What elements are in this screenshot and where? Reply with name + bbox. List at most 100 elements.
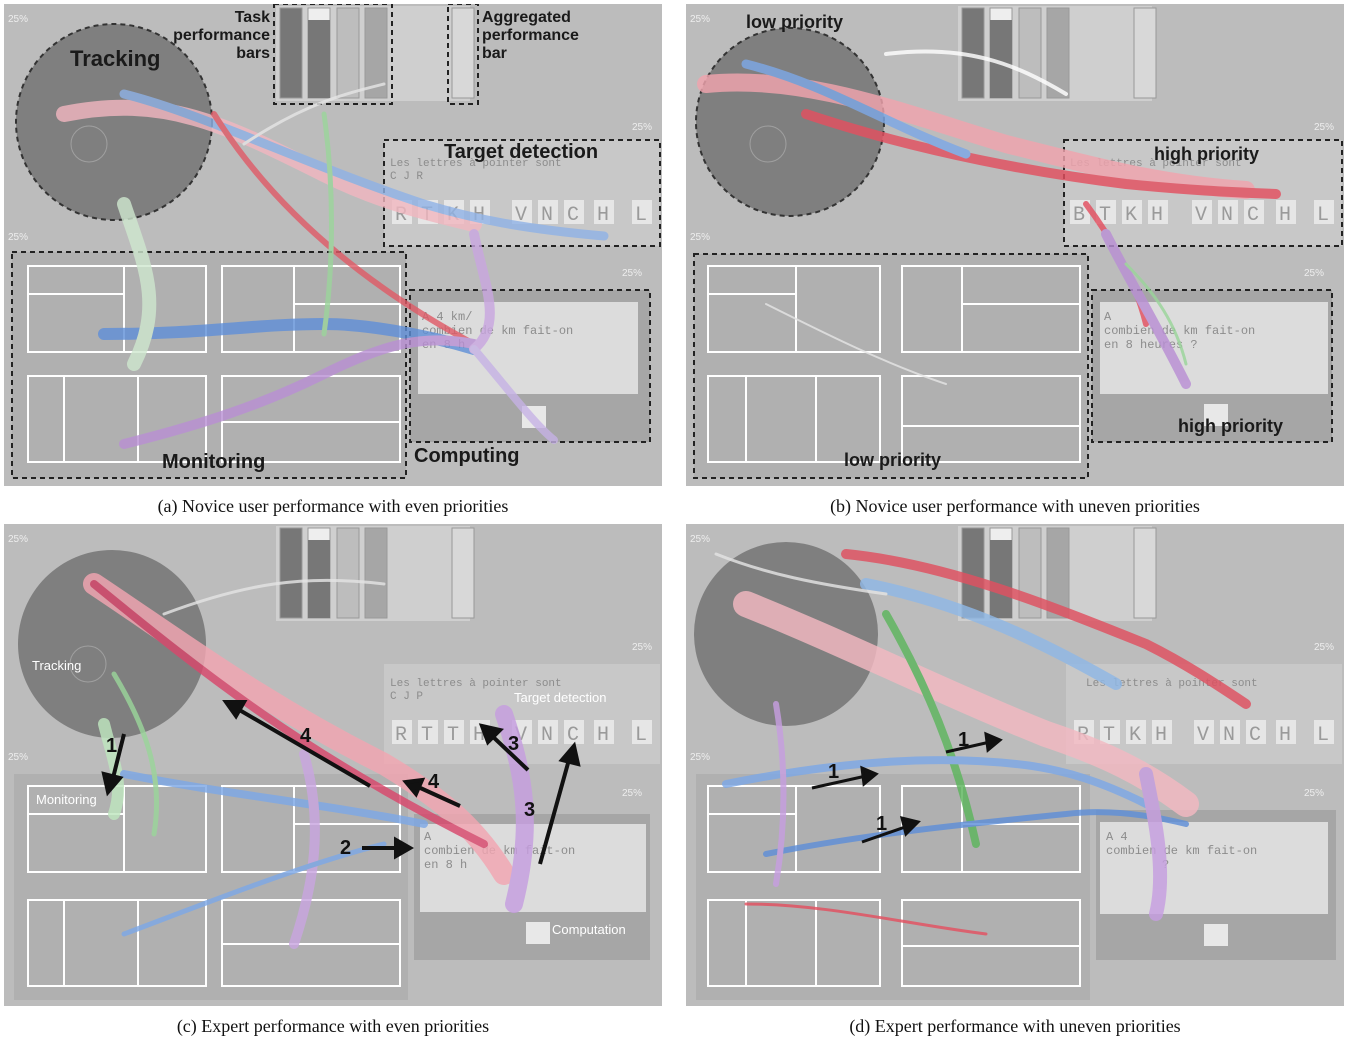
task-bar-2-fill xyxy=(990,540,1012,618)
arrow-label-2: 2 xyxy=(340,837,351,859)
label-computation: Computation xyxy=(552,922,626,937)
pct-monitoring: 25% xyxy=(8,232,28,243)
pct-computing: 25% xyxy=(622,788,642,799)
arrow-label-4b: 4 xyxy=(428,771,440,793)
compute-line-1: A xyxy=(424,830,432,844)
arrow-label-1a: 1 xyxy=(828,761,839,783)
panel-a: 25% 25% 25% 25% Les lettres à pointer so… xyxy=(4,4,662,486)
arrow-3a-head xyxy=(478,723,504,746)
letter-6[interactable]: N xyxy=(1223,724,1235,747)
arrow-1a-head xyxy=(860,765,879,787)
pct-target: 25% xyxy=(1314,642,1334,653)
task-bar-4 xyxy=(1046,7,1070,99)
letter-9[interactable]: L xyxy=(635,204,647,227)
task-bar-4 xyxy=(364,527,388,619)
arrow-1a xyxy=(811,774,867,790)
arrow-label-1: 1 xyxy=(106,735,117,757)
trajectory-bundles xyxy=(714,549,1251,936)
tracking-cursor-circle xyxy=(69,645,107,683)
pct-tracking: 25% xyxy=(8,534,28,545)
letter-2[interactable]: T xyxy=(421,724,433,747)
task-bar-1 xyxy=(961,527,985,619)
letter-8[interactable]: H xyxy=(1279,204,1291,227)
computing-answer-field[interactable] xyxy=(1204,924,1228,946)
letter-9[interactable]: L xyxy=(635,724,647,747)
letter-6[interactable]: N xyxy=(541,204,553,227)
pct-monitoring: 25% xyxy=(8,752,28,763)
label-task-bars-1: Task xyxy=(235,9,270,26)
arrow-3b-head xyxy=(558,741,581,767)
arrow-1c-head xyxy=(899,815,921,837)
letter-8[interactable]: H xyxy=(597,724,609,747)
arrow-4a-head xyxy=(222,700,248,720)
agg-bar xyxy=(1133,7,1157,99)
label-high-priority-target: high priority xyxy=(1154,144,1259,164)
panel-c: 25% 25% 25% 25% Les lettres à pointer so… xyxy=(4,524,662,1006)
target-instruction: Les lettres à pointer sont xyxy=(390,678,562,690)
task-bar-4 xyxy=(364,7,388,99)
monitoring-gauges xyxy=(707,265,1081,463)
letter-7[interactable]: C xyxy=(567,724,579,747)
arrow-4a xyxy=(234,706,372,788)
task-bar-3 xyxy=(1018,7,1042,99)
letter-3[interactable]: T xyxy=(447,724,459,747)
compute-line-3: en 8 heures ? xyxy=(1104,338,1198,352)
letter-7[interactable]: C xyxy=(1247,204,1259,227)
label-low-priority-tracking: low priority xyxy=(746,12,843,32)
letter-4[interactable]: H xyxy=(1155,724,1167,747)
task-bar-1 xyxy=(279,527,303,619)
pct-computing: 25% xyxy=(622,268,642,279)
letter-7[interactable]: C xyxy=(1249,724,1261,747)
pct-monitoring: 25% xyxy=(690,752,710,763)
label-target-detection: Target detection xyxy=(444,141,598,163)
letter-3[interactable]: K xyxy=(1129,724,1141,747)
pct-monitoring: 25% xyxy=(690,232,710,243)
letter-5[interactable]: V xyxy=(1197,724,1209,747)
compute-line-2: combien de km fait-on xyxy=(1104,324,1255,338)
agg-bar xyxy=(1133,527,1157,619)
arrow-3a xyxy=(488,732,530,772)
arrow-2-head xyxy=(394,836,415,860)
label-tracking: Tracking xyxy=(32,658,81,673)
pct-target: 25% xyxy=(1314,122,1334,133)
letter-3[interactable]: K xyxy=(1125,204,1137,227)
letter-8[interactable]: H xyxy=(597,204,609,227)
agg-bar xyxy=(451,7,475,99)
letter-7[interactable]: C xyxy=(567,204,579,227)
letter-9[interactable]: L xyxy=(1317,204,1329,227)
computing-answer-field[interactable] xyxy=(1204,404,1228,426)
arrow-label-1c: 1 xyxy=(876,813,887,835)
label-high-priority-computing: high priority xyxy=(1178,416,1283,436)
letter-8[interactable]: H xyxy=(1279,724,1291,747)
compute-line-2: combien de km fait-on xyxy=(1106,844,1257,858)
letter-1[interactable]: B xyxy=(1073,204,1085,227)
computing-question-box xyxy=(1100,302,1328,394)
caption-b: (b) Novice user performance with uneven … xyxy=(830,496,1200,516)
letter-5[interactable]: V xyxy=(1195,204,1207,227)
label-tracking: Tracking xyxy=(70,46,160,71)
letter-2[interactable]: T xyxy=(1103,724,1115,747)
letter-1[interactable]: R xyxy=(395,724,407,747)
letter-row: R T T H V N C H L xyxy=(392,720,652,747)
caption-d: (d) Expert performance with uneven prior… xyxy=(849,1016,1181,1036)
target-letters-list: C J P xyxy=(390,691,423,703)
letter-6[interactable]: N xyxy=(1221,204,1233,227)
compute-line-1: A xyxy=(1104,310,1112,324)
computing-answer-field[interactable] xyxy=(526,922,550,944)
pct-target: 25% xyxy=(632,122,652,133)
label-target-detection: Target detection xyxy=(514,690,607,705)
arrow-annotations xyxy=(101,700,581,865)
panel-a-scene: 25% 25% 25% 25% Les lettres à pointer so… xyxy=(8,4,661,479)
arrow-4b-head xyxy=(402,777,426,798)
letter-9[interactable]: L xyxy=(1317,724,1329,747)
letter-2[interactable]: T xyxy=(1099,204,1111,227)
trajectory-bundles xyxy=(697,49,1281,389)
arrow-label-4a: 4 xyxy=(300,725,312,747)
arrow-3b xyxy=(538,755,572,865)
label-monitoring: Monitoring xyxy=(162,451,265,473)
letter-4[interactable]: H xyxy=(1151,204,1163,227)
panel-c-scene: 25% 25% 25% 25% Les lettres à pointer so… xyxy=(8,526,660,1000)
arrow-label-3a: 3 xyxy=(508,733,519,755)
arrow-annotations xyxy=(811,731,1003,844)
letter-6[interactable]: N xyxy=(541,724,553,747)
